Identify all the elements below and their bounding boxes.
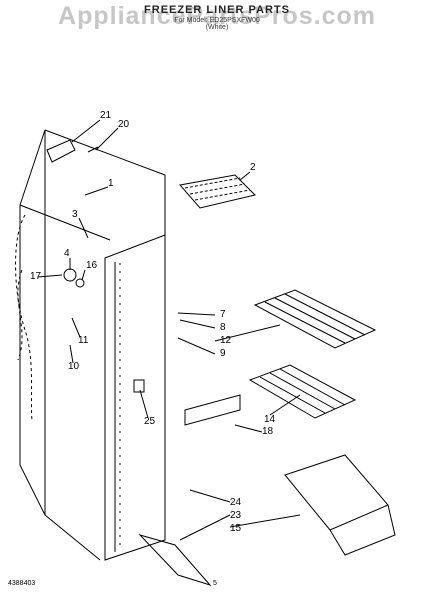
callout-2: 2 — [250, 162, 256, 173]
callout-21: 21 — [100, 110, 112, 121]
part-15-bin — [284, 454, 396, 556]
callout-18: 18 — [262, 426, 274, 437]
part-25-clip — [133, 379, 145, 393]
callout-3: 3 — [72, 209, 78, 220]
liner-back-wall — [44, 129, 166, 245]
callout-24: 24 — [230, 497, 242, 508]
callout-1: 1 — [108, 178, 114, 189]
liner-side-wall — [19, 129, 46, 516]
callout-15: 15 — [230, 523, 242, 534]
page-header: FREEZER LINER PARTS For Model: ED25PSXFW… — [0, 4, 434, 31]
callout-4: 4 — [64, 248, 70, 259]
part-23-bracket — [138, 534, 212, 587]
callout-20: 20 — [118, 119, 130, 130]
part-14-shelf — [248, 364, 357, 419]
page-number: 5 — [213, 580, 217, 587]
callout-9: 9 — [220, 348, 226, 359]
callout-11: 11 — [78, 335, 89, 346]
part-2-ice-tray — [179, 174, 256, 209]
part-4-thermostat — [63, 268, 77, 282]
callout-8: 8 — [220, 322, 226, 333]
callout-7: 7 — [220, 309, 226, 320]
callout-25: 25 — [144, 416, 156, 427]
color-note: (White) — [205, 24, 229, 31]
part-20-screw — [87, 146, 99, 153]
part-21-bracket — [46, 139, 76, 163]
callout-23: 23 — [230, 510, 242, 521]
part-18-rail — [184, 394, 241, 426]
callout-16: 16 — [86, 260, 98, 271]
callout-17: 17 — [30, 271, 42, 282]
part-16-knob — [75, 278, 85, 288]
doc-number: 4388403 — [8, 580, 36, 587]
callout-14: 14 — [264, 414, 276, 425]
callout-10: 10 — [68, 361, 80, 372]
model-subtitle: For Model: ED25PSXFW00 — [174, 17, 260, 24]
liner-front-frame — [104, 234, 166, 561]
part-12-shelf — [253, 289, 377, 349]
page-title: FREEZER LINER PARTS — [144, 4, 290, 16]
heater-loop — [15, 214, 33, 421]
callout-12: 12 — [220, 335, 232, 346]
watermark: AppliancePartsPros.com — [58, 2, 376, 30]
